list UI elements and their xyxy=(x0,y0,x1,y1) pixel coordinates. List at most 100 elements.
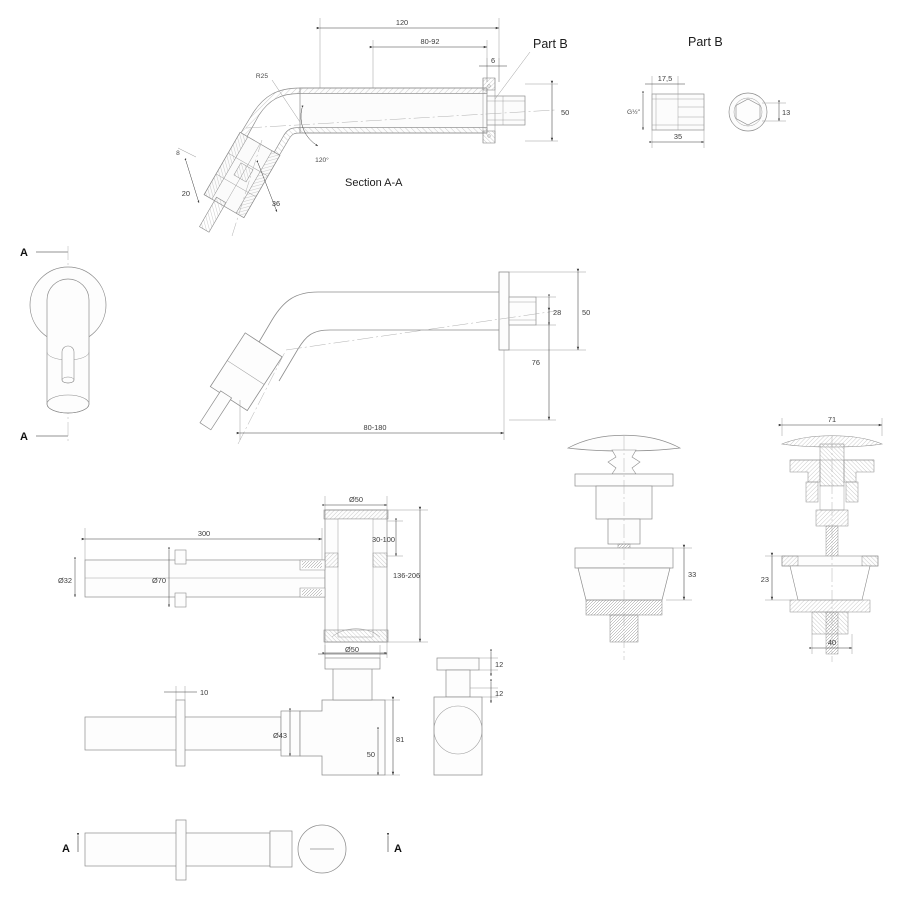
dim-71: 71 xyxy=(778,415,883,436)
dim-dia32: Ø32 xyxy=(58,557,76,597)
dim-dia50-neck: Ø50 xyxy=(318,645,387,658)
dim-50-elev: 50 xyxy=(509,268,590,351)
trap-pipe-section xyxy=(84,559,326,598)
dim-17-5: 17,5 xyxy=(645,74,685,94)
dim-label-36: 36 xyxy=(272,199,280,208)
dim-label-80-180: 80-180 xyxy=(363,423,386,432)
dim-label-28: 28 xyxy=(553,308,561,317)
dim-label-33: 33 xyxy=(688,570,696,579)
trap-body-section xyxy=(299,509,389,643)
dim-label-17-5: 17,5 xyxy=(658,74,672,83)
dim-label-35: 35 xyxy=(674,132,682,141)
spout-sleeve-elevation xyxy=(508,296,537,326)
section-aa-caption: Section A-A xyxy=(345,177,403,189)
dim-label-thread: G½" xyxy=(627,108,641,116)
dim-30-100: 30-100 xyxy=(372,518,403,557)
lever-boss-front xyxy=(61,345,75,384)
view-part-b-detail: Part B 17,5 35 G½" xyxy=(627,35,790,148)
part-b-label-left: Part B xyxy=(533,37,568,51)
dim-label-23: 23 xyxy=(761,575,769,584)
part-b-end-view xyxy=(728,92,768,132)
dim-label-76: 76 xyxy=(532,358,540,367)
dim-label-12-top: 12 xyxy=(495,660,503,669)
spout-wall-flange xyxy=(482,77,496,144)
section-mark-a-top: A xyxy=(20,247,68,259)
dim-label-40: 40 xyxy=(828,638,836,647)
trap-body-elevation xyxy=(299,657,386,776)
view-trap-bottom: A A xyxy=(62,819,402,881)
dim-label-50-spout: 50 xyxy=(561,108,569,117)
trap-front-view xyxy=(433,657,483,776)
dim-label-80-92: 80-92 xyxy=(421,37,440,46)
dim-label-10: 10 xyxy=(200,688,208,697)
centerline-spout-elev xyxy=(285,310,557,351)
label-part-b-left: Part B xyxy=(494,37,568,100)
dim-dia70: Ø70 xyxy=(152,547,170,607)
dim-label-12-bottom: 12 xyxy=(495,689,503,698)
dim-81: 81 xyxy=(385,696,404,776)
dim-label-8: 8 xyxy=(176,150,180,157)
view-spout-side-elevation: 28 50 76 80-180 xyxy=(199,268,590,445)
leader-r25: R25 xyxy=(256,73,301,123)
trap-collar-bottom xyxy=(269,830,293,868)
dim-label-dia50-neck: Ø50 xyxy=(345,645,359,654)
dim-label-120: 120 xyxy=(396,18,408,27)
view-waste-section: 71 xyxy=(761,415,884,662)
section-mark-label-a-bottom: A xyxy=(20,431,28,443)
centerline-spout xyxy=(245,109,556,129)
dim-76: 76 xyxy=(509,307,556,421)
section-mark-a-right-bottom: A xyxy=(386,833,402,855)
view-wall-plate-front: A A xyxy=(20,246,107,444)
spout-tube-section xyxy=(299,87,488,134)
dim-50-trap: 50 xyxy=(367,727,379,775)
dim-12-bottom: 12 xyxy=(470,679,503,703)
dim-thread-g: G½" xyxy=(627,91,644,130)
dim-label-20: 20 xyxy=(182,189,190,198)
dim-23: 23 xyxy=(761,552,794,601)
spout-lever-elevation xyxy=(199,390,233,431)
spout-lever-section xyxy=(199,196,227,233)
dim-label-81: 81 xyxy=(396,735,404,744)
dim-12-top: 12 xyxy=(479,649,503,676)
dim-36: 36 xyxy=(256,160,280,213)
dim-label-r25: R25 xyxy=(256,73,268,80)
spout-flange-elevation xyxy=(498,271,510,351)
dim-50-spout: 50 xyxy=(525,80,569,142)
view-popup-waste: 33 xyxy=(566,435,696,660)
trap-pipe-flange xyxy=(174,549,187,608)
trap-flange-bottom xyxy=(175,819,187,881)
dim-dia50-top: Ø50 xyxy=(322,495,388,510)
dim-label-71: 71 xyxy=(828,415,836,424)
spout-tube-elevation xyxy=(251,291,499,382)
dim-label-13: 13 xyxy=(782,108,790,117)
dim-label-dia50-top: Ø50 xyxy=(349,495,363,504)
dim-136-206: 136-206 xyxy=(387,506,428,643)
dim-20: 20 xyxy=(182,158,200,204)
view-section-aa-spout: 120 80-92 6 xyxy=(176,18,569,237)
dim-label-50-elev: 50 xyxy=(582,308,590,317)
part-b-sleeve-elevation xyxy=(651,93,705,131)
dim-label-dia32: Ø32 xyxy=(58,576,72,585)
section-mark-label-a-left: A xyxy=(62,843,70,855)
trap-flange-elevation xyxy=(175,699,186,767)
dim-label-6: 6 xyxy=(491,56,495,65)
view-trap-section: 300 Ø32 Ø70 Ø50 Ø50 xyxy=(58,495,428,666)
dim-300: 300 xyxy=(81,528,323,560)
part-b-label-right: Part B xyxy=(688,35,723,49)
centerline-spout-elev-body xyxy=(237,351,286,445)
centerline-spout-body xyxy=(231,139,263,237)
dim-label-300: 300 xyxy=(198,529,210,538)
dim-10: 10 xyxy=(164,686,208,700)
section-mark-a-left-bottom: A xyxy=(62,833,80,855)
view-trap-elevation: 10 Ø43 Ø50 81 50 xyxy=(84,645,503,776)
part-b-sleeve-section xyxy=(486,95,526,126)
section-mark-a-bottom: A xyxy=(20,431,68,443)
dim-label-dia70: Ø70 xyxy=(152,576,166,585)
dim-35: 35 xyxy=(649,130,705,148)
section-mark-label-a-right: A xyxy=(394,843,402,855)
section-mark-label-a-top: A xyxy=(20,247,28,259)
dim-label-30-100: 30-100 xyxy=(372,535,395,544)
dim-dia43: Ø43 xyxy=(273,708,291,756)
